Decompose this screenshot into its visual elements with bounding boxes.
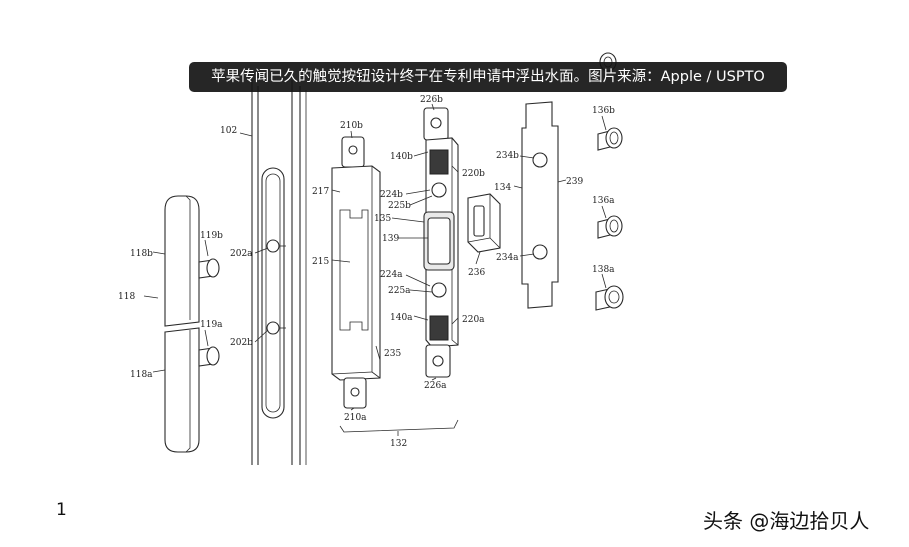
- label-225a: 225a: [388, 286, 411, 296]
- label-226a: 226a: [424, 381, 447, 391]
- label-202a: 202a: [230, 249, 253, 259]
- label-217: 217: [312, 187, 329, 197]
- housing-102: [251, 80, 307, 465]
- reference-labels: 102 118 118b 118a 119b 119a 202a 202b 21…: [118, 95, 615, 449]
- label-134: 134: [494, 183, 511, 193]
- label-220a: 220a: [462, 315, 485, 325]
- label-224b: 224b: [380, 190, 403, 200]
- label-239: 239: [566, 177, 583, 187]
- label-136b: 136b: [592, 106, 615, 116]
- button-118: [164, 195, 220, 453]
- label-102: 102: [220, 126, 237, 136]
- frame-135: [423, 107, 459, 378]
- label-118: 118: [118, 292, 135, 302]
- label-210b: 210b: [340, 121, 363, 131]
- stiffener-134: [521, 101, 559, 309]
- label-220b: 220b: [462, 169, 485, 179]
- ring-236: [467, 193, 501, 253]
- label-119b: 119b: [200, 231, 223, 241]
- brace-132: [339, 419, 459, 436]
- label-235: 235: [384, 349, 401, 359]
- label-234b: 234b: [496, 151, 519, 161]
- label-136a: 136a: [592, 196, 615, 206]
- label-138a: 138a: [592, 265, 615, 275]
- label-140b: 140b: [390, 152, 413, 162]
- label-226b: 226b: [420, 95, 443, 105]
- label-234a: 234a: [496, 253, 519, 263]
- label-119a: 119a: [200, 320, 223, 330]
- account-watermark: 头条 @海边拾贝人: [703, 509, 870, 533]
- plate-217: [331, 136, 381, 409]
- label-139: 139: [382, 234, 399, 244]
- label-140a: 140a: [390, 313, 413, 323]
- label-202b: 202b: [230, 338, 253, 348]
- label-118b: 118b: [130, 249, 153, 259]
- label-132: 132: [390, 439, 407, 449]
- label-225b: 225b: [388, 201, 411, 211]
- leader-lines: [143, 103, 607, 411]
- label-210a: 210a: [344, 413, 367, 423]
- page-number: 1: [56, 500, 67, 520]
- label-118a: 118a: [130, 370, 153, 380]
- actuator-136a: [597, 215, 623, 239]
- actuator-138a: [595, 285, 624, 311]
- label-215: 215: [312, 257, 329, 267]
- caption-banner: 苹果传闻已久的触觉按钮设计终于在专利申请中浮出水面。图片来源：Apple / U…: [189, 62, 787, 92]
- label-135: 135: [374, 214, 391, 224]
- label-224a: 224a: [380, 270, 403, 280]
- actuator-136b: [597, 127, 623, 151]
- label-236: 236: [468, 268, 485, 278]
